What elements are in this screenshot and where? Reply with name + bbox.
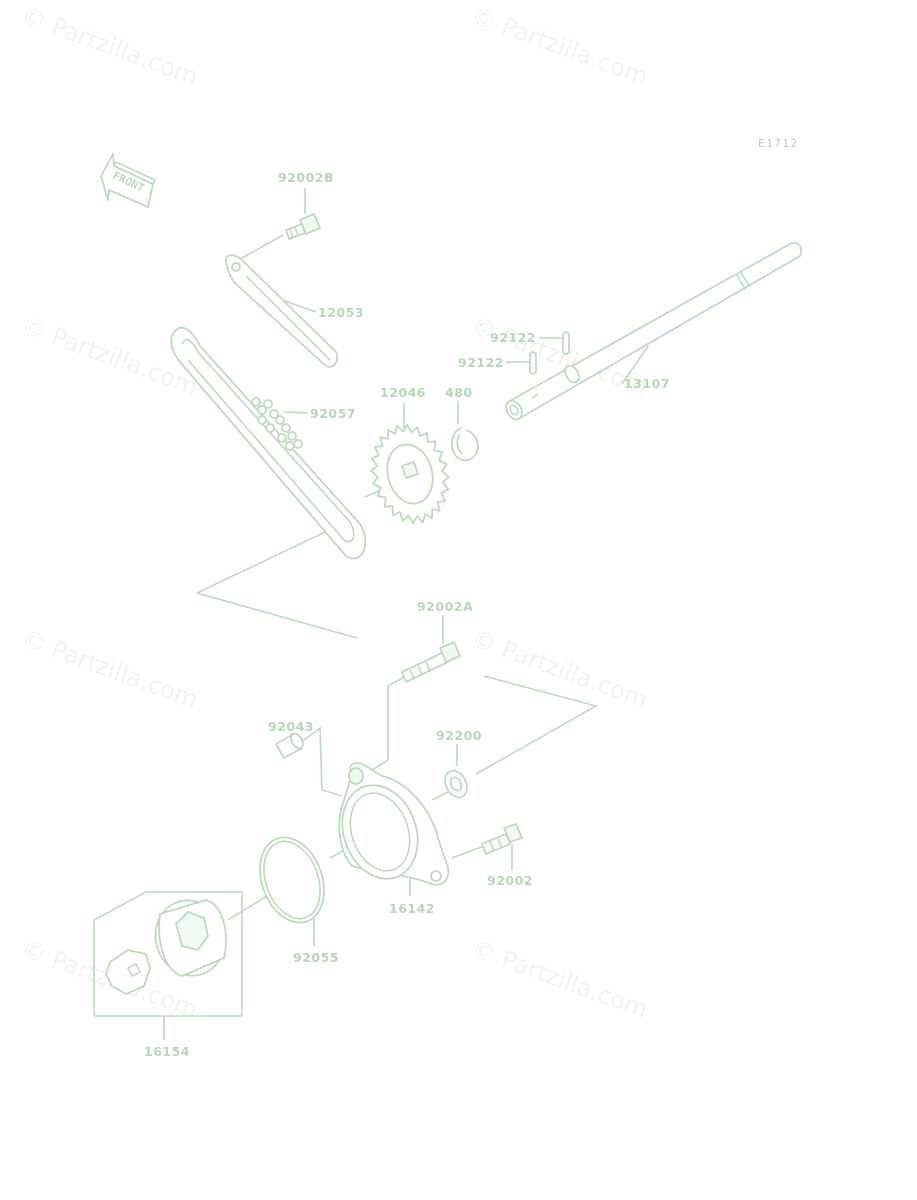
label-92055: 92055 [293, 950, 339, 965]
part-labels: 92002B 12053 92057 12046 480 92122 92122… [144, 170, 670, 1059]
sprocket-12046 [370, 423, 450, 525]
label-16154: 16154 [144, 1044, 190, 1059]
shaft-13107 [505, 242, 803, 421]
label-92002a: 92002A [417, 599, 473, 614]
watermark: © Partzilla.com [468, 1, 652, 91]
bolt-92002a [401, 641, 461, 683]
watermark: © Partzilla.com [468, 624, 652, 714]
circlip-480 [450, 427, 479, 462]
diagram-code: E1712 [758, 137, 799, 150]
label-12046: 12046 [380, 385, 426, 400]
leader-lines [93, 188, 649, 1040]
rotor-set-16154 [105, 899, 227, 995]
pin-92122-upper [562, 331, 570, 355]
label-480: 480 [445, 385, 473, 400]
chain-guide-12053 [224, 254, 339, 368]
watermark: © Partzilla.com [18, 624, 202, 714]
front-arrow-icon: FRONT [100, 153, 157, 208]
watermark: © Partzilla.com [468, 934, 652, 1024]
label-92002b: 92002B [278, 170, 334, 185]
chain-92057 [170, 326, 367, 560]
dowel-92043 [275, 732, 304, 759]
pump-body-16142 [338, 762, 450, 886]
label-13107: 13107 [624, 376, 670, 391]
watermark: © Partzilla.com [18, 311, 202, 401]
chain-links [251, 397, 303, 451]
bolt-92002 [481, 823, 523, 855]
label-92002: 92002 [487, 873, 533, 888]
label-92043: 92043 [268, 719, 314, 734]
bolt-92002b [285, 213, 321, 240]
label-92200: 92200 [436, 728, 482, 743]
label-92122-upper: 92122 [490, 330, 536, 345]
washer-92200 [444, 769, 468, 799]
label-92057: 92057 [310, 406, 356, 421]
label-12053: 12053 [318, 305, 364, 320]
label-16142: 16142 [389, 901, 435, 916]
watermark: © Partzilla.com [18, 1, 202, 91]
o-ring-92055 [259, 836, 325, 924]
label-92122-lower: 92122 [458, 355, 504, 370]
pin-92122-lower [529, 351, 537, 375]
